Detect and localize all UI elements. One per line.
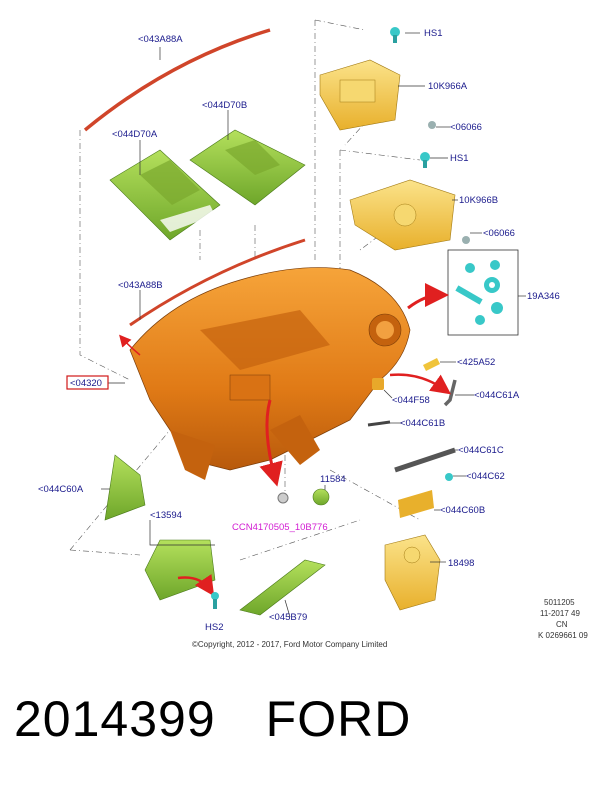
label-044C60B: <044C60B [440, 505, 485, 516]
bezel-lower [349, 179, 456, 251]
bezel-upper [319, 59, 401, 131]
leader-lines [101, 32, 526, 618]
plug-11584 [312, 488, 330, 506]
part-425A52 [423, 358, 440, 371]
label-10K966A: 10K966A [428, 81, 468, 92]
label-HS1-lower: HS1 [450, 153, 468, 164]
meta-id: 5011205 [544, 598, 575, 607]
label-19A346: 19A346 [527, 291, 560, 302]
arrow-to-kit [407, 283, 449, 310]
trim-044C61B [367, 420, 391, 427]
screw-hs1-upper [390, 27, 400, 43]
exploded-parts-diagram: <043A88A <044D70B <044D70A <043A88B <043… [38, 19, 588, 649]
instrument-panel [129, 267, 411, 480]
screw-hs2 [211, 592, 219, 609]
label-425A52: <425A52 [457, 357, 495, 368]
clip-044C62 [445, 473, 453, 481]
label-HS1-upper: HS1 [424, 28, 442, 39]
trim-strip-upper [83, 28, 271, 132]
label-043A88B: <043A88B [118, 280, 163, 291]
label-044D70A: <044D70A [112, 129, 158, 140]
label-CCN4170505: CCN4170505_10B776 [232, 522, 328, 533]
arrow-to-ccn [259, 399, 283, 487]
screw-hs1-lower [420, 152, 430, 168]
speaker-cover-left [109, 149, 221, 241]
arrow-to-044C61A [389, 373, 452, 395]
part-044F58 [372, 378, 384, 390]
label-044C62: <044C62 [466, 471, 505, 482]
fastener-kit [447, 249, 519, 336]
clip-06066-lower [462, 236, 470, 244]
label-044D70B: <044D70B [202, 100, 247, 111]
arrow-to-hs2 [177, 574, 215, 597]
footer-brand: FORD [265, 691, 412, 747]
highlight-box-04320 [66, 375, 109, 390]
part-044C60B [398, 490, 434, 518]
endcap-044C60A [104, 454, 146, 521]
arrow-panel-left [119, 334, 141, 356]
trim-strip-lower [129, 238, 306, 327]
trim-044C61A [443, 379, 457, 407]
label-04320: <04320 [70, 378, 102, 389]
label-044C61A: <044C61A [474, 390, 520, 401]
label-HS2: HS2 [205, 622, 223, 633]
speaker-cover-right [189, 129, 306, 206]
clip-06066-upper [428, 121, 436, 129]
label-10K966B: 10K966B [459, 195, 498, 206]
label-045B79: <045B79 [269, 612, 307, 623]
label-044C61B: <044C61B [400, 418, 445, 429]
bracket-13594 [144, 539, 216, 601]
fastener-ccn [277, 492, 289, 504]
label-044F58: <044F58 [392, 395, 430, 406]
trim-045B79 [239, 559, 326, 616]
label-06066-upper: <06066 [450, 122, 482, 133]
meta-ref: K 0269661 09 [538, 631, 588, 640]
trim-044C61C [394, 447, 456, 473]
center-panel-lower [384, 534, 441, 611]
label-13594: <13594 [150, 510, 182, 521]
label-11584: 11584 [320, 474, 346, 485]
meta-region: CN [556, 620, 568, 629]
label-044C61C: <044C61C [458, 445, 504, 456]
label-18498: 18498 [448, 558, 474, 569]
label-06066-lower: <06066 [483, 228, 515, 239]
meta-date: 11-2017 49 [540, 609, 580, 618]
label-043A88A: <043A88A [138, 34, 183, 45]
footer-part-number: 2014399 [14, 691, 216, 747]
construction-lines [69, 19, 421, 561]
label-044C60A: <044C60A [38, 484, 84, 495]
copyright: ©Copyright, 2012 - 2017, Ford Motor Comp… [192, 640, 387, 649]
footer-caption: 2014399 FORD [14, 690, 411, 748]
